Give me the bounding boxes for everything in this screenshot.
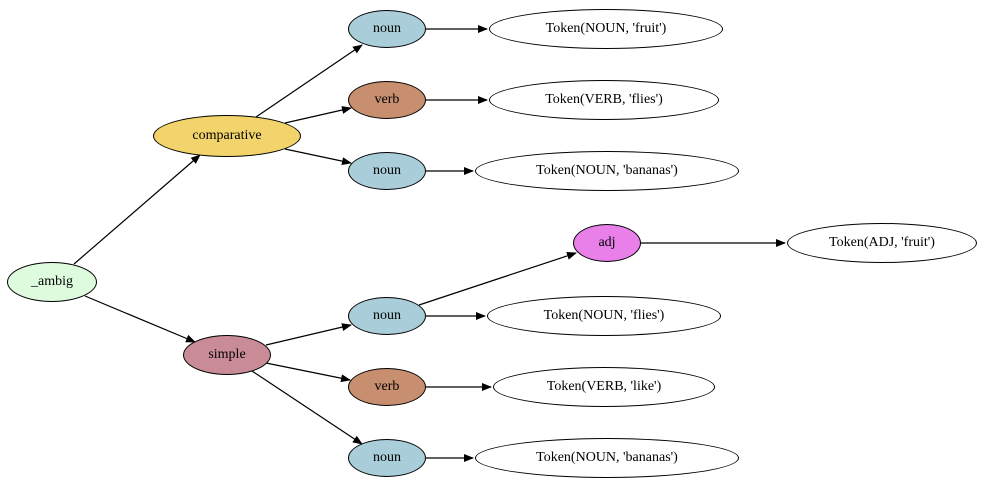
node-noun-s1: noun [348, 297, 426, 335]
node-noun-c2: noun [348, 152, 426, 190]
node-noun-s2: noun [348, 439, 426, 477]
node-verb-c1-label: verb [374, 92, 400, 107]
node-token-noun-flies: Token(NOUN, 'flies') [487, 296, 721, 336]
node-noun-s1-label: noun [373, 308, 401, 323]
node-noun-c1: noun [348, 10, 426, 48]
edge-ambig-comparative [73, 154, 201, 265]
node-token-noun-bananas-1-label: Token(NOUN, 'bananas') [536, 163, 678, 178]
node-comparative: comparative [153, 115, 301, 157]
node-ambig-label: _ambig [31, 274, 73, 289]
node-noun-c1-label: noun [373, 21, 401, 36]
node-ambig: _ambig [7, 262, 97, 302]
edge-comparative-noun2 [284, 148, 352, 166]
node-token-adj-fruit: Token(ADJ, 'fruit') [787, 223, 977, 263]
edge-comparative-noun1 [255, 44, 363, 118]
node-token-noun-fruit-label: Token(NOUN, 'fruit') [545, 21, 667, 36]
node-noun-s2-label: noun [373, 450, 401, 465]
edge-simple-noun3 [265, 323, 352, 346]
node-token-noun-bananas-1: Token(NOUN, 'bananas') [475, 151, 739, 191]
edge-ambig-simple [84, 295, 196, 343]
node-adj: adj [573, 224, 641, 262]
node-token-verb-flies: Token(VERB, 'flies') [489, 80, 719, 120]
node-adj-label: adj [598, 235, 616, 250]
node-token-noun-bananas-2: Token(NOUN, 'bananas') [475, 438, 739, 478]
node-simple-label: simple [208, 347, 246, 362]
node-token-noun-bananas-2-label: Token(NOUN, 'bananas') [536, 450, 678, 465]
node-token-noun-flies-label: Token(NOUN, 'flies') [543, 308, 665, 323]
node-token-verb-like: Token(VERB, 'like') [493, 367, 715, 407]
edge-simple-noun4 [251, 370, 363, 445]
node-verb-s1: verb [348, 368, 426, 406]
node-verb-s1-label: verb [374, 379, 400, 394]
node-token-verb-like-label: Token(VERB, 'like') [546, 379, 662, 394]
node-simple: simple [183, 335, 271, 375]
node-noun-c2-label: noun [373, 163, 401, 178]
node-comparative-label: comparative [192, 128, 262, 143]
node-token-noun-fruit: Token(NOUN, 'fruit') [489, 9, 723, 49]
edge-simple-verb2 [265, 362, 351, 383]
edge-comparative-verb1 [284, 106, 352, 124]
node-verb-c1: verb [348, 81, 426, 119]
node-token-verb-flies-label: Token(VERB, 'flies') [545, 92, 663, 107]
node-token-adj-fruit-label: Token(ADJ, 'fruit') [829, 235, 935, 250]
